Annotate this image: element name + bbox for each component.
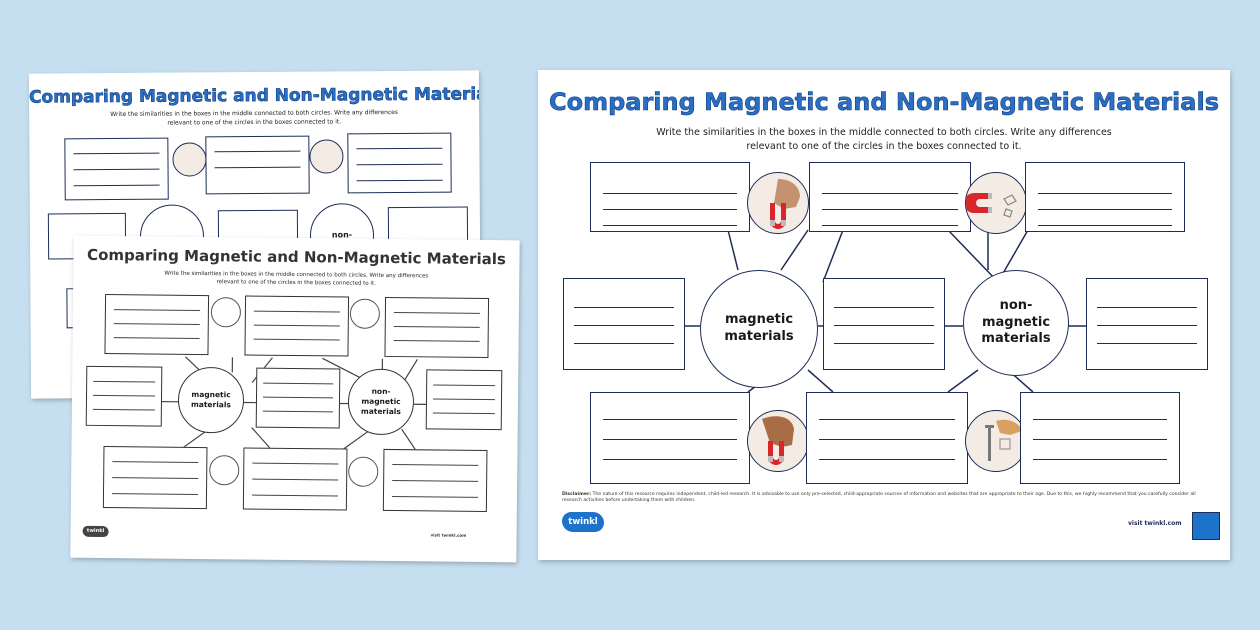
answer-box[interactable] — [590, 392, 750, 484]
page-title: Comparing Magnetic and Non-Magnetic Mate… — [28, 84, 482, 108]
hand-holding-magnet-icon — [209, 455, 240, 486]
magnet-with-paperclips-icon — [965, 172, 1027, 234]
answer-box[interactable] — [255, 367, 341, 429]
instructions-line-2: relevant to one of the circles in the bo… — [167, 118, 342, 127]
hand-holding-magnet-icon — [210, 297, 242, 328]
hand-holding-magnet-icon — [762, 416, 794, 465]
quality-badge-icon — [1192, 512, 1220, 540]
answer-box[interactable] — [823, 278, 945, 370]
disclaimer-label: Disclaimer: — [562, 492, 592, 497]
answer-box[interactable] — [64, 137, 169, 201]
answer-box[interactable] — [425, 369, 503, 431]
instructions: Write the similarities in the boxes in t… — [538, 126, 1230, 154]
magnet-with-paperclips-icon — [966, 193, 1017, 218]
magnet-with-paperclips-icon — [309, 139, 344, 174]
magnet-with-paperclips-icon — [349, 298, 381, 329]
answer-box[interactable] — [806, 392, 968, 484]
answer-box[interactable] — [382, 448, 488, 513]
circle-non-magnetic: non-magnetic materials — [963, 270, 1069, 376]
disclaimer-text: The nature of this resource requires ind… — [562, 492, 1196, 504]
main-worksheet-page: Comparing Magnetic and Non-Magnetic Mate… — [538, 70, 1230, 560]
answer-box[interactable] — [1086, 278, 1208, 370]
disclaimer: Disclaimer: The nature of this resource … — [562, 492, 1212, 505]
answer-box[interactable] — [809, 162, 971, 232]
twinkl-logo: twinkl — [82, 525, 109, 538]
answer-box[interactable] — [347, 132, 452, 194]
answer-box[interactable] — [102, 445, 208, 510]
answer-box[interactable] — [590, 162, 750, 232]
answer-box[interactable] — [205, 135, 310, 195]
connector-lines — [685, 229, 1086, 393]
answer-box[interactable] — [563, 278, 685, 370]
circle-magnetic: magnetic materials — [177, 366, 245, 434]
answer-box[interactable] — [242, 447, 348, 511]
nail-and-paperclip-icon — [985, 419, 1022, 461]
hand-holding-magnet-icon — [172, 142, 207, 177]
instructions-line-2: relevant to one of the circles in the bo… — [746, 140, 1022, 152]
circle-magnetic: magnetic materials — [700, 270, 818, 388]
answer-box[interactable] — [1020, 392, 1180, 484]
page-title: Comparing Magnetic and Non-Magnetic Mate… — [548, 88, 1220, 117]
circle-non-magnetic: non-magnetic materials — [347, 368, 415, 436]
visit-link[interactable]: visit twinkl.com — [430, 532, 467, 538]
hand-holding-magnet-icon — [770, 179, 800, 229]
nail-and-paperclip-icon — [965, 410, 1027, 472]
instructions: Write the similarities in the boxes in t… — [29, 108, 479, 129]
answer-box[interactable] — [244, 295, 350, 357]
twinkl-logo: twinkl — [562, 512, 604, 532]
answer-box[interactable] — [384, 296, 490, 359]
nail-and-paperclip-icon — [348, 456, 379, 487]
instructions-line-1: Write the similarities in the boxes in t… — [656, 127, 1112, 138]
answer-box[interactable] — [85, 365, 163, 427]
hand-holding-magnet-icon — [747, 172, 809, 234]
hand-holding-magnet-icon — [747, 410, 809, 472]
visit-link[interactable]: visit twinkl.com — [1128, 520, 1182, 527]
answer-box[interactable] — [1025, 162, 1185, 232]
mono-worksheet-page: Comparing Magnetic and Non-Magnetic Mate… — [70, 235, 520, 563]
answer-box[interactable] — [104, 294, 210, 356]
